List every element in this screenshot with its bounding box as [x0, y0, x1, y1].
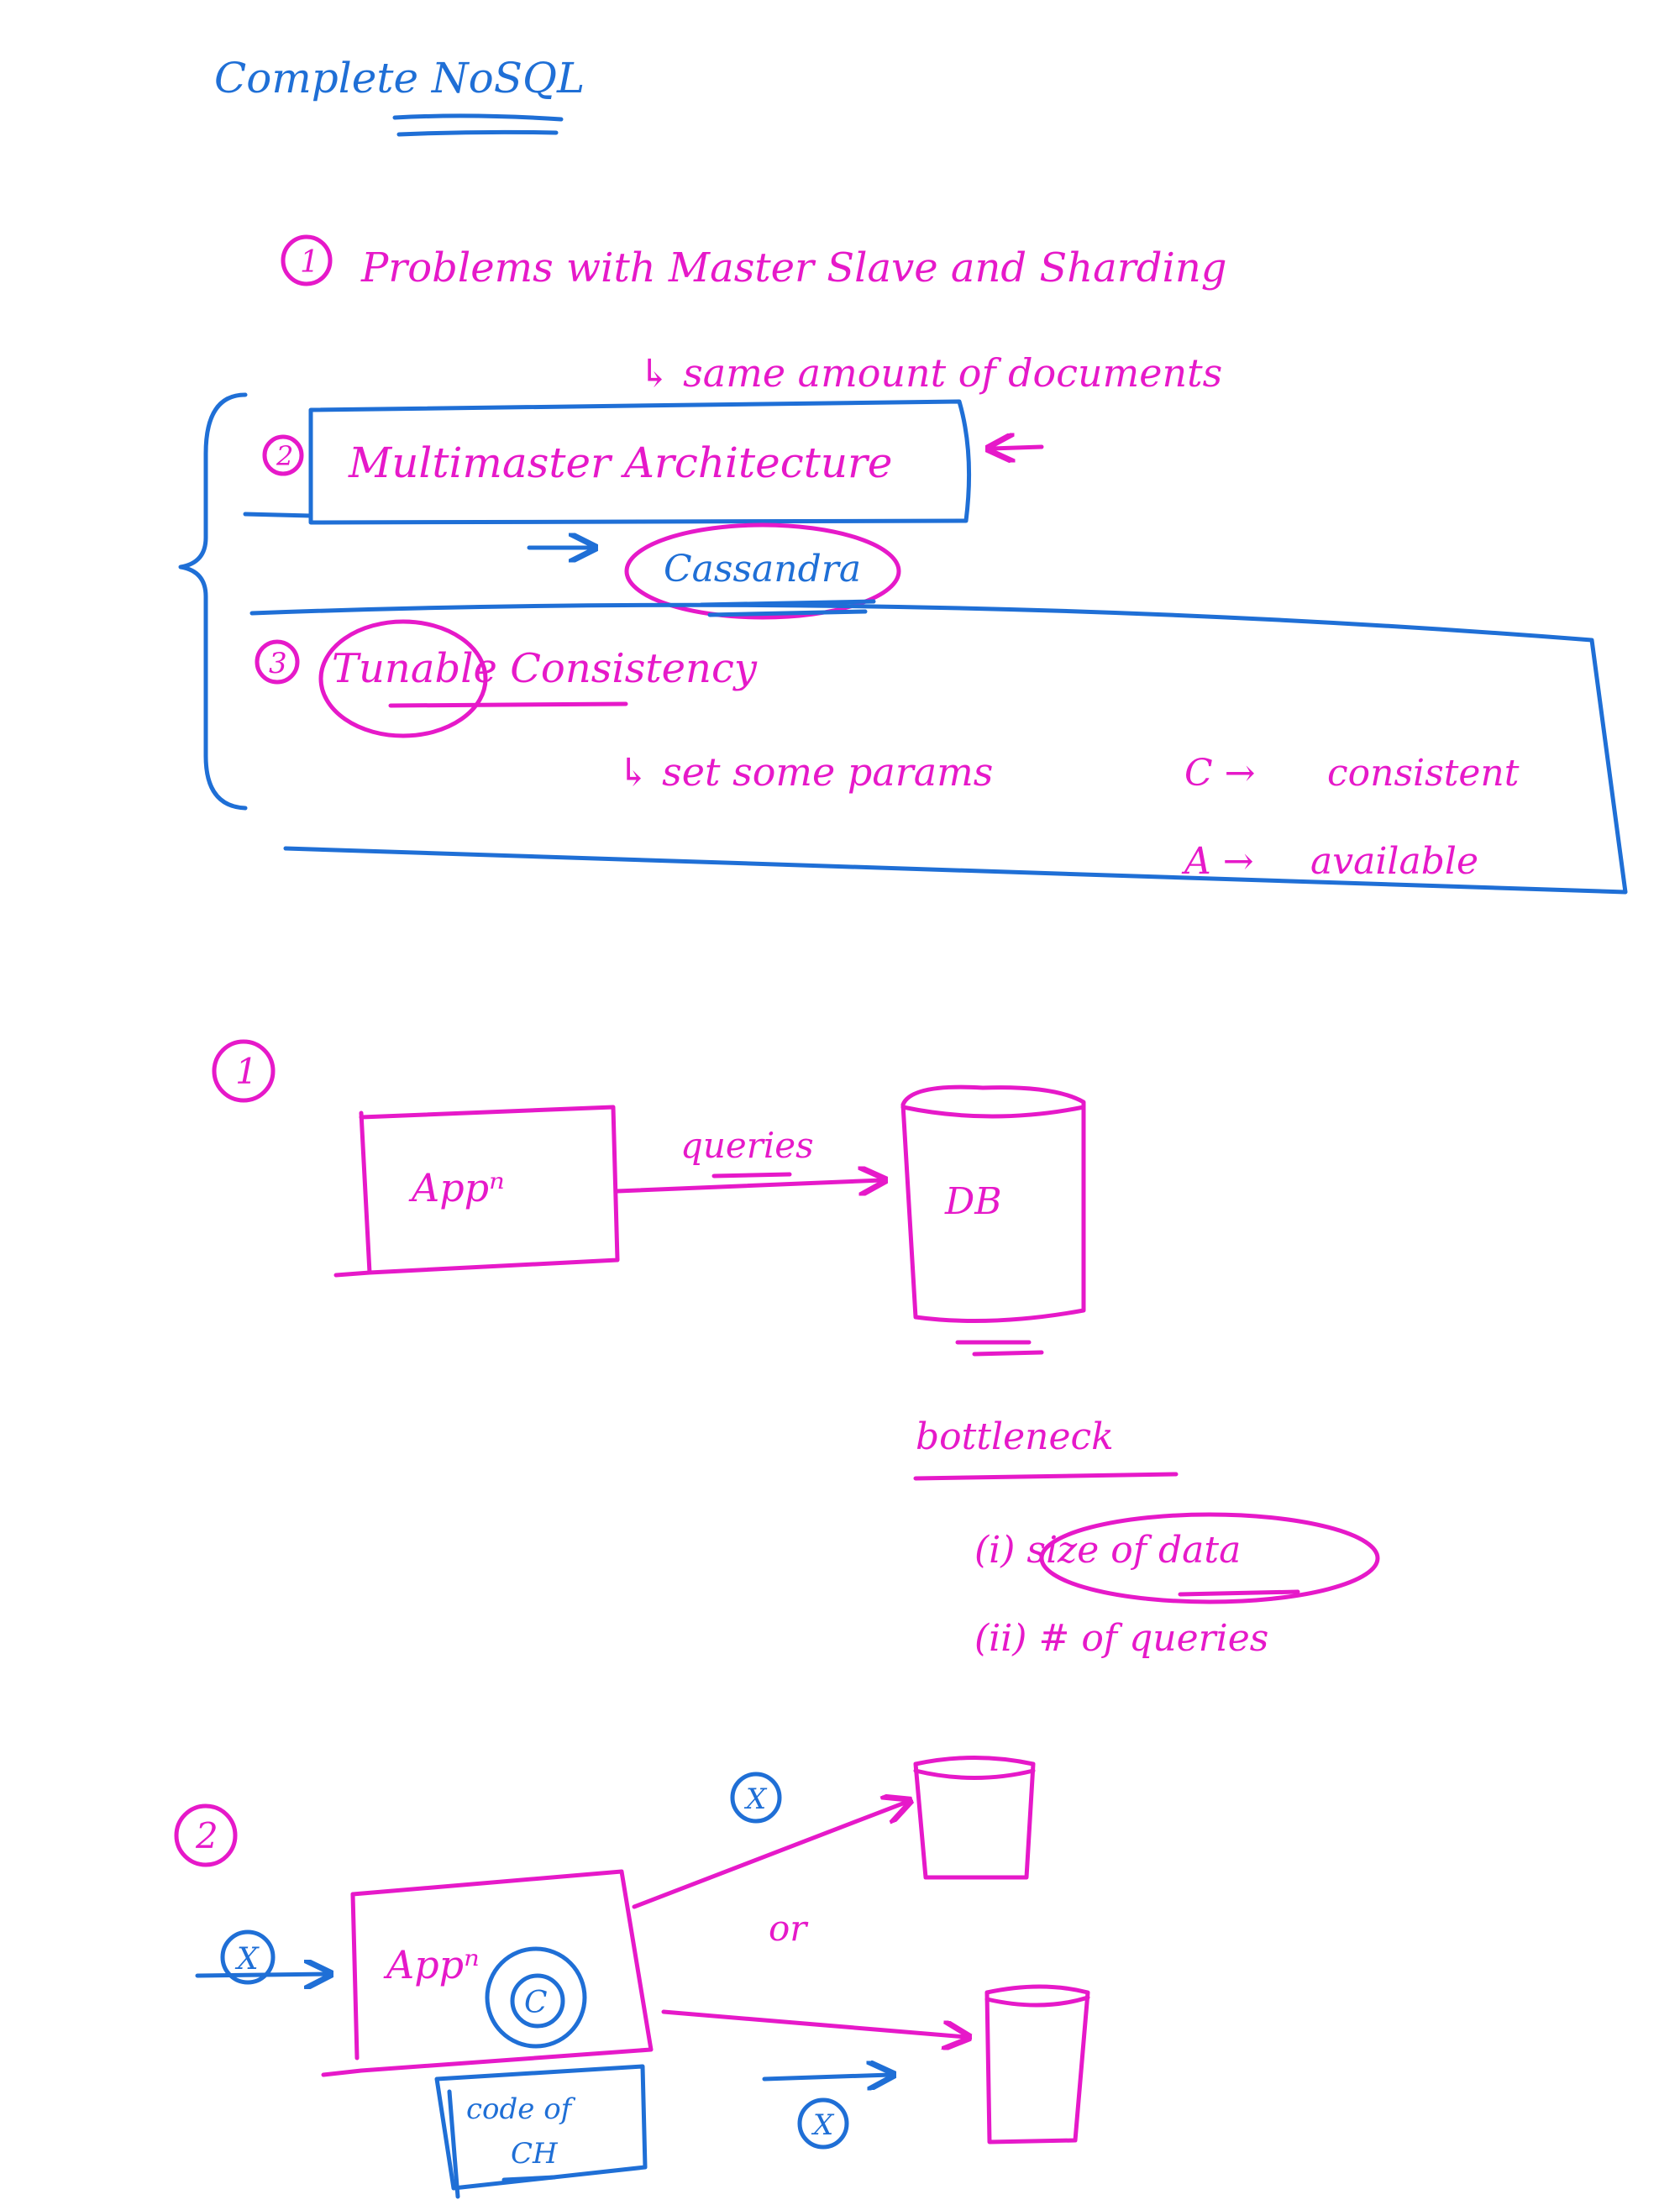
item2-text: Multimaster Architecture — [348, 438, 893, 487]
code-box-line2: CH — [511, 2137, 559, 2171]
outline-item-3: 3 Tunable Consistency ↳ set some params … — [249, 602, 1628, 895]
item3-subtext: ↳ set some params — [617, 749, 993, 795]
or-label: or — [769, 1908, 809, 1949]
queries-arrow — [615, 1180, 882, 1191]
item3-box — [249, 602, 1628, 895]
param-c-value: consistent — [1327, 752, 1520, 795]
title-underline — [392, 113, 564, 122]
item1-text: Problems with Master Slave and Sharding — [360, 244, 1226, 291]
code-box-underline — [501, 2175, 557, 2182]
item3-number: 3 — [269, 647, 287, 680]
page-title: Complete NoSQL — [214, 54, 585, 102]
item3-underline — [388, 701, 628, 708]
section1-number-circle — [212, 1039, 276, 1103]
db-label: DB — [944, 1180, 1002, 1223]
section-1: 1 Appⁿ queries DB bottleneck (i) size of… — [212, 1039, 1380, 1660]
db-cylinder — [900, 1084, 1086, 1323]
section2-number: 2 — [195, 1815, 218, 1856]
app-box-1 — [333, 1105, 620, 1278]
cassandra-label: Cassandra — [664, 548, 861, 591]
bottom-db — [984, 1984, 1090, 2145]
outline-brace — [178, 392, 248, 811]
app-box-1-left — [359, 1110, 372, 1275]
app-label-1: Appⁿ — [408, 1165, 505, 1210]
item1-number-circle — [281, 234, 333, 286]
top-db — [913, 1756, 1036, 1880]
app-box-2-left — [350, 1892, 360, 2061]
section-2: 2 Appⁿ X C X or X code of CH — [174, 1756, 1090, 2199]
param-c: C → — [1184, 752, 1256, 795]
size-underline — [1178, 1589, 1300, 1597]
center-circle-outer — [485, 1946, 587, 2049]
size-of-data-circle — [1039, 1512, 1380, 1604]
db-cylinder-top — [900, 1105, 1086, 1119]
app-box-2 — [321, 1869, 654, 2077]
bottleneck-underline — [913, 1472, 1179, 1481]
param-a-value: available — [1310, 840, 1478, 883]
queries-underline — [711, 1172, 792, 1179]
item1-number: 1 — [300, 245, 319, 280]
bottom-x-circle — [797, 2097, 849, 2150]
input-x-label: X — [234, 1942, 260, 1977]
queries-label: queries — [680, 1125, 814, 1166]
cassandra-underline-2 — [707, 609, 868, 617]
section1-number: 1 — [235, 1051, 258, 1092]
db-underline-2 — [972, 1350, 1044, 1357]
param-a: A → — [1181, 840, 1254, 883]
top-x-label: X — [743, 1782, 768, 1816]
bottom-db-top — [984, 1995, 1090, 2008]
center-circle-inner — [510, 1973, 565, 2029]
input-arrow — [195, 1974, 328, 1976]
item2-box — [308, 399, 972, 525]
code-box — [434, 2064, 648, 2191]
item2-pointer-arrow — [991, 447, 1044, 449]
outline-item-1: 1 Problems with Master Slave and Shardin… — [281, 234, 1226, 396]
input-x-circle — [220, 1929, 276, 1985]
bottleneck-title: bottleneck — [916, 1415, 1114, 1458]
center-label: C — [524, 1986, 548, 2020]
outline-item-2: 2 Multimaster Architecture Cassandra — [243, 399, 1044, 620]
bottleneck-item-1: (i) size of data — [974, 1529, 1241, 1572]
bottleneck-item-2: (ii) # of queries — [974, 1617, 1268, 1660]
code-box-shadow — [447, 2089, 460, 2199]
title-underline-2 — [396, 129, 559, 137]
tunable-circle — [318, 619, 488, 738]
cassandra-circle — [624, 522, 901, 620]
section2-number-circle — [174, 1803, 238, 1867]
arrow-to-top-db — [632, 1802, 907, 1909]
item2-box-extra-left — [243, 512, 313, 518]
bottom-x-label: X — [811, 2108, 835, 2142]
app-label-2: Appⁿ — [383, 1942, 480, 1987]
item1-subtext: ↳ same amount of documents — [638, 350, 1222, 396]
arrow-to-bottom-db — [661, 2009, 966, 2037]
item2-number-circle — [262, 434, 304, 476]
top-x-circle — [730, 1772, 782, 1824]
bottom-blue-arrow — [762, 2075, 890, 2079]
code-box-line1: code of — [466, 2092, 576, 2126]
top-db-top — [913, 1768, 1036, 1780]
item2-number: 2 — [276, 440, 293, 472]
item3-number-circle — [255, 639, 300, 685]
item3-text: Tunable Consistency — [332, 645, 758, 692]
